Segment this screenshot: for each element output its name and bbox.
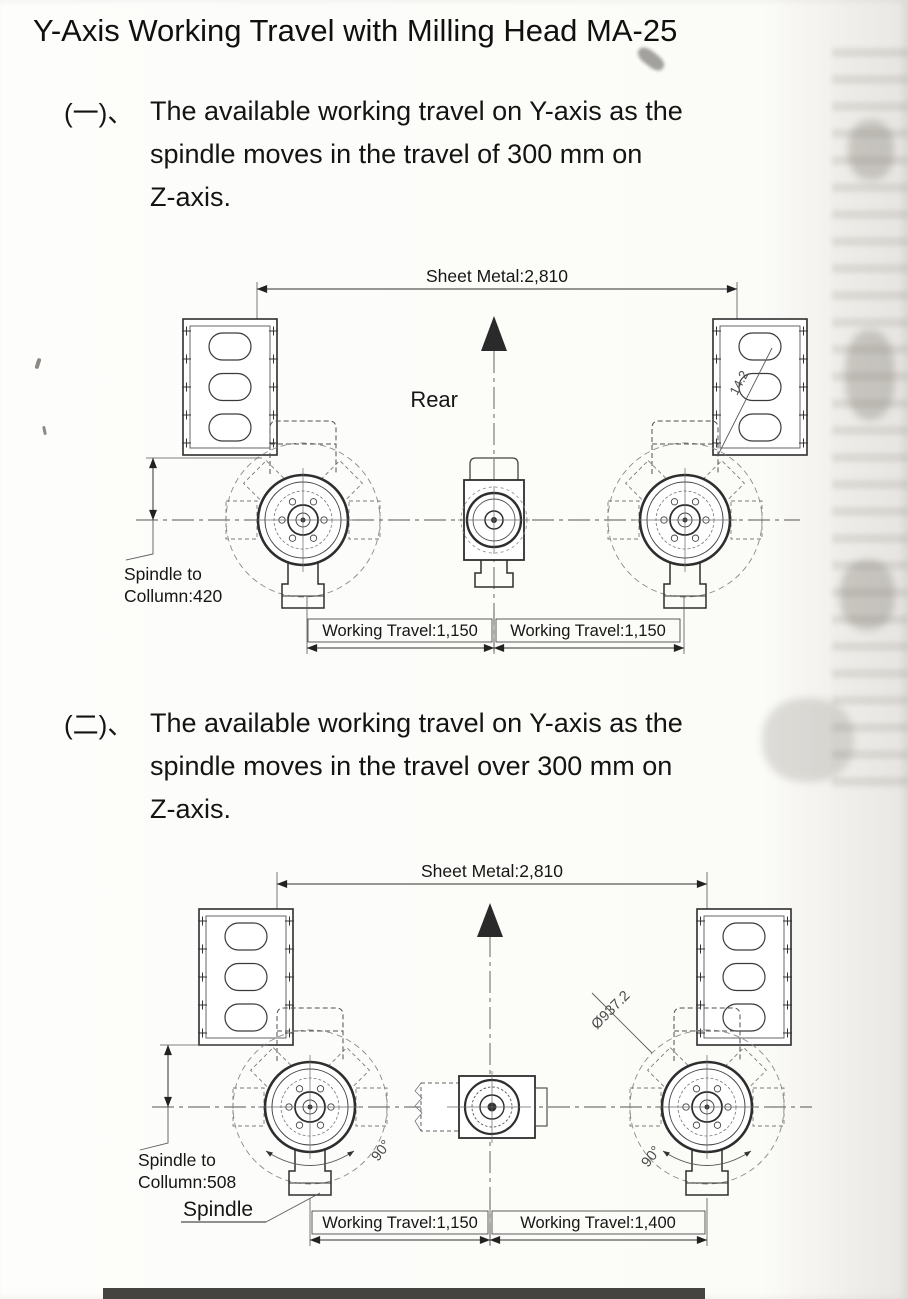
working-travel-right-label: Working Travel:1,400 <box>520 1214 676 1232</box>
column-block-left <box>198 909 294 1045</box>
text-line: Z-axis. <box>150 182 231 212</box>
sheet-metal-dimension: Sheet Metal:2,810 <box>276 861 708 914</box>
rear-label: Rear <box>410 387 458 412</box>
section-1-numeral: (一)、 <box>64 98 134 128</box>
diagram-2: Sheet Metal:2,810 Ø937.2 90° 90° <box>138 861 812 1246</box>
leader-line <box>717 347 773 456</box>
page-title: Y-Axis Working Travel with Milling Head … <box>33 13 678 48</box>
label-frame <box>307 618 493 643</box>
leader-line <box>265 1192 321 1223</box>
rear-direction-arrow <box>477 903 503 937</box>
text-line: The available working travel on Y-axis a… <box>150 708 683 738</box>
scan-artifact <box>848 120 894 180</box>
section-1: (一)、 The available working travel on Y-a… <box>64 90 683 219</box>
working-travel-right-label: Working Travel:1,150 <box>510 622 666 640</box>
label-frame <box>495 618 681 643</box>
scan-bleed-through <box>832 48 908 790</box>
text-line: Z-axis. <box>150 794 231 824</box>
swivel-angle-left-label: 90° <box>369 1137 395 1164</box>
leader-line <box>139 1107 169 1151</box>
label-frame <box>491 1210 706 1235</box>
angle-arc <box>662 1150 752 1166</box>
section-2-text: The available working travel on Y-axis a… <box>150 702 683 831</box>
section-2-numeral: (二)、 <box>64 710 134 740</box>
swivel-angle-right-label: 90° <box>639 1143 665 1170</box>
scan-artifact <box>840 560 895 630</box>
working-travel-left-label: Working Travel:1,150 <box>322 622 478 640</box>
working-travel-left-label: Working Travel:1,150 <box>322 1214 478 1232</box>
working-travel-dimensions: Working Travel:1,150 Working Travel:1,15… <box>306 596 685 654</box>
spindle-label: Spindle <box>183 1198 253 1221</box>
spindle-to-column-label-2: Collumn:420 <box>124 586 223 606</box>
column-block-left <box>182 319 278 455</box>
diameter-callout: Ø937.2 <box>589 988 653 1054</box>
text-line: spindle moves in the travel of 300 mm on <box>150 139 643 169</box>
column-block-right <box>712 319 808 455</box>
spindle-to-column-dimension: Spindle to Collumn:508 <box>138 1044 268 1192</box>
spindle-callout: Spindle <box>181 1192 321 1223</box>
scan-edge-band <box>103 1288 705 1299</box>
sheet-metal-dimension: Sheet Metal:2,810 <box>256 266 738 322</box>
text-line: The available working travel on Y-axis a… <box>150 96 683 126</box>
spindle-to-column-label-2: Collumn:508 <box>138 1172 236 1192</box>
diameter-label: Ø937.2 <box>589 988 634 1033</box>
scan-artifact <box>762 698 854 782</box>
sheet-metal-label: Sheet Metal:2,810 <box>426 266 568 286</box>
spindle-to-column-dimension: Spindle to Collumn:420 <box>124 457 262 606</box>
angle-arc <box>265 1150 355 1166</box>
working-travel-dimensions: Working Travel:1,150 Working Travel:1,40… <box>309 1198 708 1246</box>
diagram-1: Sheet Metal:2,810 Rear 14.2 Spindle to C… <box>124 266 908 654</box>
section-2: (二)、 The available working travel on Y-a… <box>64 702 683 831</box>
spindle-to-column-label-1: Spindle to <box>138 1150 216 1170</box>
label-frame <box>311 1210 489 1235</box>
spindle-to-column-label-1: Spindle to <box>124 564 202 584</box>
leader-line <box>125 520 154 561</box>
sheet-metal-label: Sheet Metal:2,810 <box>421 861 563 881</box>
column-block-right <box>696 909 792 1045</box>
text-line: spindle moves in the travel over 300 mm … <box>150 751 673 781</box>
scan-artifact <box>845 330 895 420</box>
section-1-text: The available working travel on Y-axis a… <box>150 90 683 219</box>
rear-direction-arrow <box>481 316 507 351</box>
leader-line <box>591 992 653 1054</box>
center-spindle-unit <box>413 1069 549 1145</box>
